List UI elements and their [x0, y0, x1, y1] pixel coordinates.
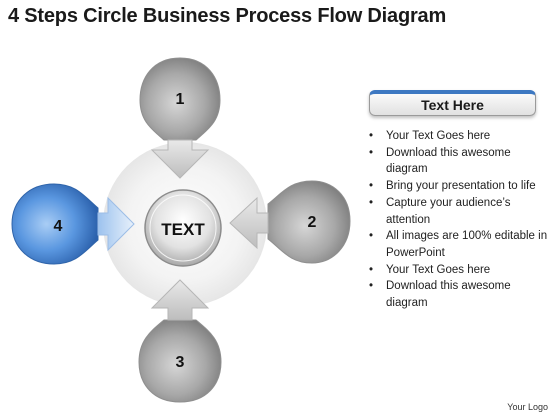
center-text: TEXT [161, 220, 205, 239]
center-node: TEXT [144, 189, 222, 267]
bullet-item: All images are 100% editable in PowerPoi… [368, 228, 548, 261]
step-4-drop: 4 [11, 183, 135, 265]
text-here-header: Text Here [369, 90, 536, 116]
arrow-right-icon [97, 196, 135, 252]
bullet-item: Capture your audience’s attention [368, 195, 548, 228]
page-title: 4 Steps Circle Business Process Flow Dia… [8, 5, 447, 27]
arrow-up-icon [150, 279, 210, 321]
bullet-item: Bring your presentation to life [368, 178, 548, 195]
bullet-item: Download this awesome diagram [368, 278, 548, 311]
bullet-item: Your Text Goes here [368, 262, 548, 279]
logo-text: Your Logo [507, 402, 548, 412]
bullet-item: Download this awesome diagram [368, 145, 548, 178]
step-3-drop: 3 [138, 279, 222, 403]
arrow-left-icon [229, 196, 269, 250]
step-3-label: 3 [176, 354, 185, 371]
step-1-drop: 1 [139, 57, 221, 179]
step-2-label: 2 [308, 214, 317, 231]
step-1-label: 1 [176, 91, 185, 108]
step-2-drop: 2 [229, 180, 351, 264]
bullet-item: Your Text Goes here [368, 128, 548, 145]
arrow-down-icon [150, 139, 210, 179]
bullet-list: Your Text Goes here Download this awesom… [368, 128, 548, 312]
step-4-label: 4 [54, 218, 63, 235]
